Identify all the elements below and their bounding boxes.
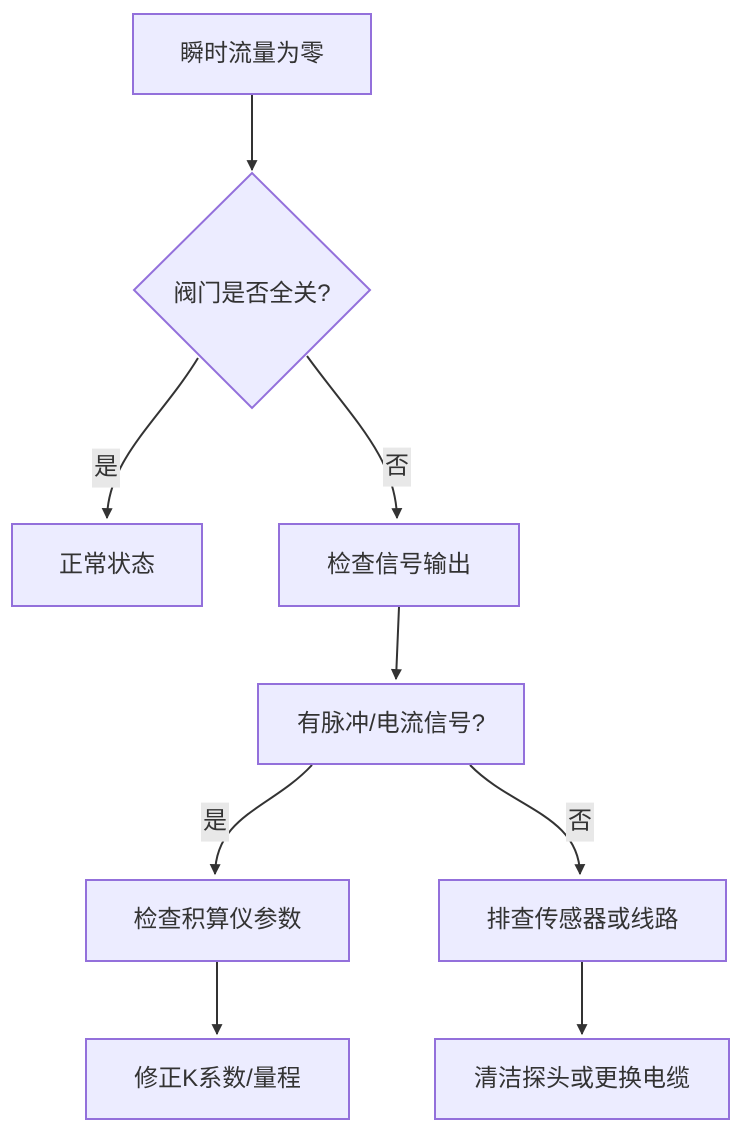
node-check-sensor-wiring: 排查传感器或线路 xyxy=(438,879,727,962)
decision-diamond-shape xyxy=(132,171,372,410)
edge-pulse-yes-to-check-totalizer xyxy=(209,764,313,876)
node-check-signal-output: 检查信号输出 xyxy=(278,523,520,607)
node-normal-state: 正常状态 xyxy=(11,523,203,607)
edge-check-signal-to-pulse-decision xyxy=(390,606,402,681)
edge-label-no-valve: 否 xyxy=(383,447,411,487)
edge-pulse-no-to-check-sensor xyxy=(469,764,586,876)
edge-valve-yes-to-normal xyxy=(101,357,199,520)
node-start: 瞬时流量为零 xyxy=(132,13,372,95)
node-clean-probe-replace-cable: 清洁探头或更换电缆 xyxy=(434,1038,730,1120)
node-pulse-current-decision: 有脉冲/电流信号? xyxy=(257,683,525,765)
node-valve-decision: 阀门是否全关? xyxy=(173,280,331,307)
node-check-totalizer-params: 检查积算仪参数 xyxy=(85,879,350,962)
edge-valve-no-to-check-signal xyxy=(306,355,403,520)
edge-label-yes-pulse: 是 xyxy=(201,802,229,842)
edge-label-yes-valve: 是 xyxy=(92,448,120,488)
edge-label-no-pulse: 否 xyxy=(566,802,594,842)
node-fix-k-factor-range: 修正K系数/量程 xyxy=(85,1038,350,1120)
